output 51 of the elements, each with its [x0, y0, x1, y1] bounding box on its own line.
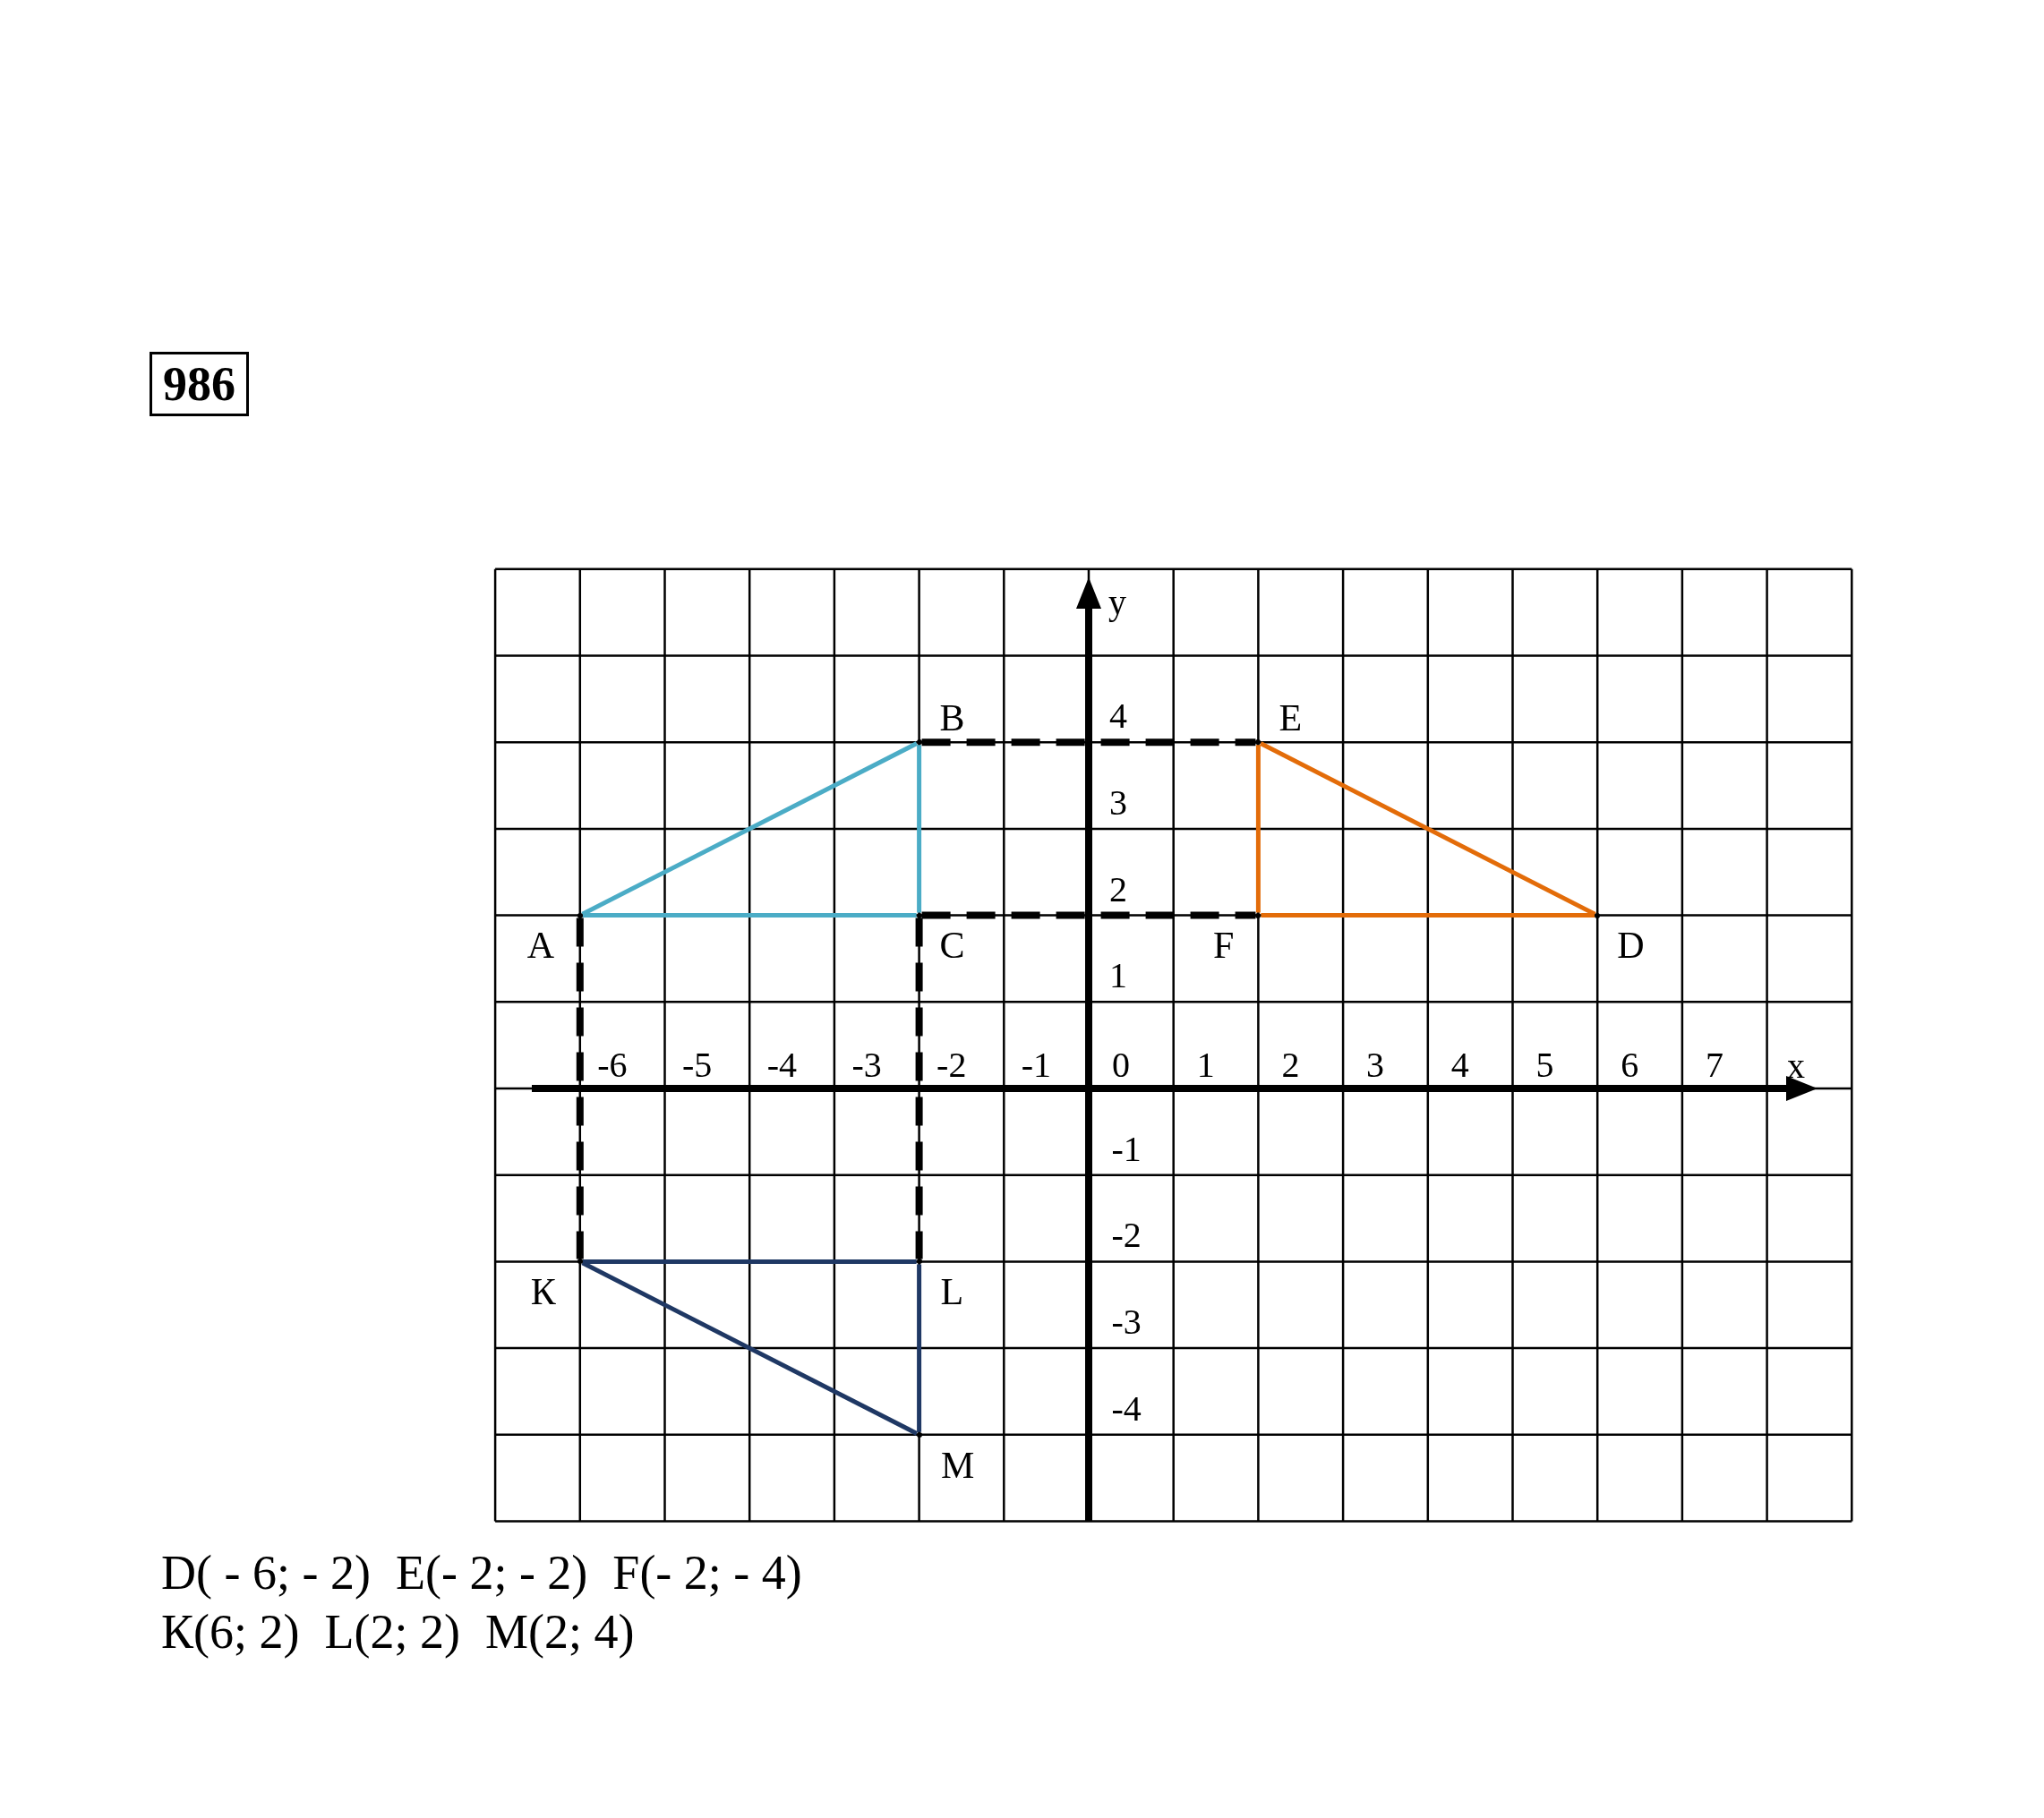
point-label: E	[1279, 699, 1303, 738]
tick-label: -3	[851, 1047, 882, 1083]
tick-label: 2	[1109, 871, 1127, 908]
axis-label: y	[1108, 585, 1126, 620]
point-label: F	[1212, 926, 1235, 964]
segment-line	[1259, 741, 1596, 917]
point-label: A	[526, 926, 555, 964]
point-label: C	[939, 926, 965, 964]
tick-label: -2	[936, 1047, 967, 1083]
tick-label: -2	[1111, 1217, 1142, 1254]
tick-label: -6	[597, 1047, 628, 1083]
point-label: К	[530, 1273, 556, 1311]
tick-label: 1	[1196, 1047, 1215, 1083]
segment-line	[582, 1259, 917, 1264]
segment-line	[917, 1264, 922, 1432]
segment-line	[917, 745, 922, 913]
segment-line	[581, 1260, 919, 1436]
vertex-point	[916, 1431, 922, 1438]
axis-label: x	[1787, 1048, 1805, 1084]
vertex-point	[1255, 912, 1261, 918]
tick-label: 4	[1450, 1047, 1469, 1083]
problem-number: 986	[150, 352, 249, 416]
vertex-point	[916, 739, 922, 746]
tick-label: 3	[1366, 1047, 1385, 1083]
point-label: D	[1617, 926, 1645, 964]
tick-label: 7	[1705, 1047, 1723, 1083]
tick-label: -4	[1111, 1390, 1142, 1427]
vertex-point	[577, 1259, 583, 1265]
point-label: B	[939, 699, 965, 738]
point-label: M	[941, 1446, 975, 1484]
point-label: L	[940, 1273, 964, 1311]
tick-label: 0	[1112, 1047, 1130, 1083]
segment-line	[1261, 913, 1595, 918]
tick-label: 2	[1281, 1047, 1300, 1083]
tick-label: 3	[1109, 784, 1127, 821]
tick-label: -3	[1111, 1304, 1142, 1341]
tick-label: -4	[766, 1047, 797, 1083]
vertex-point	[916, 912, 922, 918]
tick-label: 6	[1621, 1047, 1639, 1083]
vertex-point	[1595, 912, 1601, 918]
tick-label: 4	[1109, 698, 1127, 735]
segment-line	[582, 913, 917, 918]
vertex-point	[916, 1259, 922, 1265]
segment-line	[1255, 745, 1261, 913]
vertex-point	[1255, 739, 1261, 746]
tick-label: -1	[1111, 1131, 1142, 1167]
vertex-point	[577, 912, 583, 918]
tick-label: -5	[682, 1047, 713, 1083]
tick-label: 1	[1109, 958, 1127, 994]
tick-label: -1	[1021, 1047, 1052, 1083]
tick-label: 5	[1535, 1047, 1554, 1083]
